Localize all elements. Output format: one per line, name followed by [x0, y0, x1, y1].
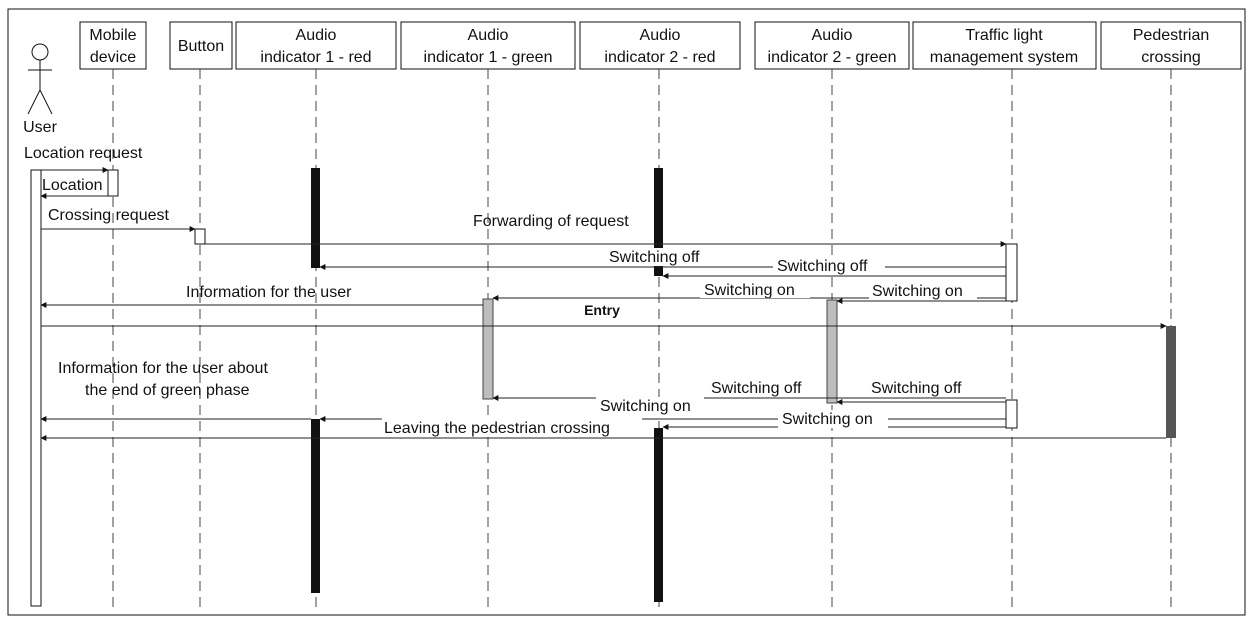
- label-bg: [606, 248, 716, 266]
- activation-a1red: [311, 419, 320, 593]
- label-bg: [708, 379, 818, 397]
- message-label: Location: [42, 177, 103, 194]
- message-label: Switching off: [777, 258, 868, 275]
- message-label: Switching off: [609, 249, 700, 266]
- participant-a1red: Audio indicator 1 - red: [235, 21, 397, 70]
- user-label: User: [23, 119, 57, 136]
- message-label: Location request: [24, 145, 143, 162]
- participant-a2green: Audio indicator 2 - green: [754, 21, 910, 70]
- participant-a2red: Audio indicator 2 - red: [579, 21, 741, 70]
- participant-label: Audio: [296, 27, 337, 44]
- participant-label: Button: [178, 38, 224, 55]
- lifelines: [112, 69, 1172, 608]
- activation-user: [30, 169, 42, 607]
- participant-label: indicator 2 - green: [768, 49, 897, 66]
- participant-tlms: Traffic light management system: [912, 21, 1097, 70]
- participant-label: device: [90, 49, 136, 66]
- label-bg: [700, 280, 810, 298]
- participant-label: indicator 1 - red: [260, 49, 371, 66]
- messages: Location request Location Crossing reque…: [24, 145, 1167, 441]
- participant-label: Audio: [640, 27, 681, 44]
- message-label: Switching off: [711, 380, 802, 397]
- participant-label: crossing: [1141, 49, 1201, 66]
- message-label-line2: the end of green phase: [85, 382, 250, 399]
- participant-a1green: Audio indicator 1 - green: [400, 21, 576, 70]
- participant-label: management system: [930, 49, 1079, 66]
- label-bg: [868, 379, 978, 397]
- message-label: Crossing request: [48, 207, 170, 224]
- message-label: Switching on: [782, 411, 873, 428]
- participant-crossing: Pedestrian crossing: [1100, 21, 1242, 70]
- message-label: Information for the user: [186, 284, 352, 301]
- message-label: Switching on: [704, 282, 795, 299]
- message-label: Switching on: [872, 283, 963, 300]
- diagram-frame: [7, 8, 1246, 616]
- message-label: Forwarding of request: [473, 213, 629, 230]
- activation-a2red: [654, 168, 663, 248]
- activation-tlms: [1005, 399, 1018, 429]
- participant-mobile: Mobile device: [79, 21, 147, 70]
- participant-button: Button: [169, 21, 233, 70]
- label-bg: [596, 397, 704, 415]
- activation-a1red: [311, 168, 320, 268]
- participant-label: Mobile: [89, 27, 136, 44]
- message-label-line1: Information for the user about: [58, 360, 268, 377]
- activation-crossing: [1166, 326, 1176, 438]
- activation-a2red: [654, 428, 663, 602]
- label-bg: [778, 410, 888, 428]
- activation-a1green: [482, 298, 494, 400]
- participant-label: Audio: [812, 27, 853, 44]
- message-label: Leaving the pedestrian crossing: [384, 420, 610, 437]
- message-label: Switching off: [871, 380, 962, 397]
- label-bg: [382, 418, 642, 436]
- participant-label: Traffic light: [965, 27, 1043, 44]
- activation-mobile: [107, 169, 119, 197]
- participant-label: Pedestrian: [1133, 27, 1210, 44]
- message-label: Switching on: [600, 398, 691, 415]
- activations: [30, 168, 1176, 607]
- activation-a2green: [826, 299, 838, 404]
- user-actor-icon: [27, 43, 53, 115]
- activation-tlms: [1005, 243, 1018, 302]
- message-label: Entry: [584, 302, 620, 318]
- label-bg: [773, 257, 885, 275]
- participant-label: indicator 2 - red: [604, 49, 715, 66]
- participant-label: Audio: [468, 27, 509, 44]
- participant-label: indicator 1 - green: [424, 49, 553, 66]
- activation-button: [194, 228, 206, 245]
- label-bg: [869, 281, 977, 299]
- activation-a2red: [654, 266, 663, 276]
